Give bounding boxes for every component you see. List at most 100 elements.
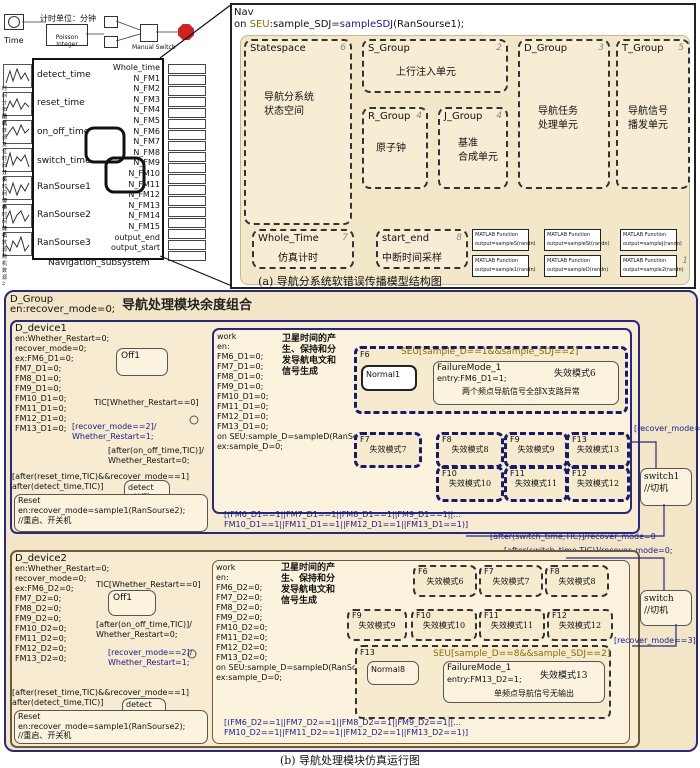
d-device1-state[interactable]: D_device1 en:Whether_Restart=0; recover_…: [10, 320, 640, 534]
output-port: N_FM9: [133, 158, 160, 168]
mode-cn-label: 失效模式8: [451, 445, 489, 454]
d1-work-line: FM7_D1=0;: [217, 362, 264, 371]
poisson-block[interactable]: Poisson Integer: [46, 24, 88, 48]
d1-off1-state[interactable]: Off1: [116, 348, 168, 376]
matlab-function-block[interactable]: MATLAB Function output=sample1(randn): [472, 255, 536, 277]
d1-reset-state[interactable]: Reset en:recover_mode=sample1(RanSourse2…: [14, 494, 208, 532]
d1-f6-state[interactable]: F6 SEU[sample_D==1&&sample_SDJ==2] Norma…: [354, 346, 628, 414]
d2-normal-state[interactable]: Normal8: [367, 661, 419, 685]
output-port: N_FM2: [133, 84, 160, 94]
d2-f13-label: F13: [360, 648, 375, 657]
d1-line: FM13_D1=0;: [15, 424, 67, 433]
stateflow-icon: [84, 126, 146, 194]
matlab-function-label: MATLAB Function output=sampleS(randn): [475, 232, 536, 247]
d1-mode-f12[interactable]: F12 失效模式12: [566, 466, 630, 502]
d2-work-line: FM8_D2=0;: [216, 603, 263, 612]
d1-mode-f13[interactable]: F13 失效模式13: [566, 432, 630, 468]
d2-mode-f6[interactable]: F6 失效模式6: [413, 565, 477, 597]
navigation-subsystem-block[interactable]: detect_time reset_time on_off_time switc…: [32, 58, 164, 260]
d1-normal-state[interactable]: Normal1: [361, 365, 417, 391]
source-block-3[interactable]: [3, 120, 32, 144]
d2-mode-f11[interactable]: F11 失效模式11: [479, 609, 545, 641]
source-block-2[interactable]: [3, 92, 32, 116]
d2-mode-f10[interactable]: F10 失效模式10: [411, 609, 477, 641]
state-number: 4: [496, 111, 502, 121]
d2-tic-label: TIC[Whether_Restart==0]: [96, 580, 201, 589]
whole-time-state[interactable]: Whole_Time 仿真计时 7: [252, 229, 354, 269]
matlab-function-label: MATLAB Function output=sample2(randn): [623, 258, 684, 273]
sample-function: sampleSDJ: [339, 19, 394, 30]
source-block-1[interactable]: [3, 64, 32, 88]
d2-work-line: FM11_D2=0;: [216, 633, 268, 642]
source-block-5[interactable]: [3, 176, 32, 200]
t-group-state[interactable]: T_Group 导航信号 播发单元 5: [616, 39, 690, 189]
d2-f13-state[interactable]: F13 SEU[sample_D==8&&sample_SDJ==2] Norm…: [355, 645, 611, 719]
d2-f13-seu: SEU[sample_D==8&&sample_SDJ==2]: [433, 649, 611, 659]
start-end-state[interactable]: start_end 中断时间采样 8: [376, 229, 468, 269]
recover3b-label: [recover_mode==3]: [614, 636, 696, 645]
output-port: N_FM1: [133, 73, 160, 83]
input-port-2: reset_time: [37, 98, 85, 108]
manual-switch-block[interactable]: [140, 24, 158, 42]
s-group-state[interactable]: S_Group 上行注入单元 2: [362, 39, 508, 93]
d1-failure-name: FailureMode_1: [437, 363, 502, 373]
source-block-7[interactable]: [3, 232, 32, 256]
d1-failure-entry: entry:FM6_D1=1;: [437, 374, 507, 383]
j-group-state[interactable]: J_Group 基准 合成单元 4: [438, 107, 508, 189]
d1-normal-label: Normal1: [366, 370, 401, 379]
d-group-state[interactable]: D_Group 导航任务 处理单元 3: [518, 39, 610, 189]
statespace-label: Statespace: [250, 43, 306, 54]
d2-line: FM8_D2=0;: [15, 604, 62, 613]
d-device2-state[interactable]: D_device2 en:Whether_Restart=0; recover_…: [10, 550, 640, 748]
d2-off1-state[interactable]: Off1: [108, 590, 156, 616]
d2-mode-f9[interactable]: F9 失效模式9: [347, 609, 407, 641]
constant-block-1[interactable]: [104, 16, 118, 28]
d1-work-text: work en: FM6_D1=0; FM7_D1=0; FM8_D1=0; F…: [217, 332, 386, 452]
d2-mode-f12[interactable]: F12 失效模式12: [547, 609, 613, 641]
on-expression: :sample_SDJ=: [269, 19, 340, 30]
nav-chart[interactable]: Nav on SEU:sample_SDJ=sampleSDJ(RanSours…: [230, 3, 696, 289]
j-group-cn: 基准 合成单元: [458, 138, 498, 163]
matlab-function-block[interactable]: MATLAB Function output=sampleJ(randn): [620, 229, 682, 251]
d1-mode-f7[interactable]: F7 失效模式7: [354, 432, 422, 468]
d2-work-state[interactable]: work en: FM6_D2=0; FM7_D2=0; FM8_D2=0; F…: [212, 560, 630, 744]
d2-work-line: FM12_D2=0;: [216, 643, 268, 652]
input-port-7: RanSourse3: [37, 238, 91, 248]
d1-work-on: on SEU:sample_D=sampleD(RanSourse3);: [217, 432, 387, 441]
switch1-state[interactable]: switch1 //切机: [640, 468, 692, 506]
mode-f-label: F9: [510, 435, 520, 444]
output-box: [168, 152, 206, 162]
d1-after-detect-label: after(detect_time,TIC)]: [12, 482, 104, 491]
matlab-function-block[interactable]: MATLAB Function output=sampleSt(randn): [544, 229, 610, 251]
d2-work-line: FM10_D2=0;: [216, 623, 268, 632]
d2-mode-f7[interactable]: F7 失效模式7: [479, 565, 543, 597]
source-block-4[interactable]: [3, 148, 32, 172]
state-number: 8: [456, 233, 462, 243]
switch-state[interactable]: switch //切机: [640, 590, 692, 626]
switch1-label: switch1 //切机: [644, 472, 680, 494]
constant-block-2[interactable]: [104, 36, 118, 48]
r-group-state[interactable]: R_Group 原子钟 4: [362, 107, 428, 189]
mode-f-label: F7: [484, 567, 494, 576]
d2-mode-f8[interactable]: F8 失效模式8: [545, 565, 609, 597]
d1-work-state[interactable]: work en: FM6_D1=0; FM7_D1=0; FM8_D1=0; F…: [212, 328, 632, 514]
output-box: [168, 64, 206, 74]
matlab-function-block[interactable]: MATLAB Function output=sampleD(randn): [544, 255, 609, 277]
state-number: 7: [342, 233, 348, 243]
statespace-state[interactable]: Statespace 导航分系统 状态空间 6: [244, 39, 352, 225]
output-box: [168, 119, 206, 129]
d2-reset-state[interactable]: Reset en:recover_mode=sample1(RanSourse2…: [14, 710, 208, 744]
matlab-function-label: MATLAB Function output=sampleD(randn): [547, 258, 609, 273]
d2-failure-name: FailureMode_1: [447, 663, 512, 673]
d-group-chart[interactable]: D_Group en:recover_mode=0; 导航处理模块余度组合 D_…: [4, 290, 700, 752]
figure-a: Time 计时单位：分钟 Poisson Integer Manual Swit…: [0, 0, 700, 292]
d1-mode-f10[interactable]: F10 失效模式10: [436, 466, 504, 502]
matlab-function-block[interactable]: MATLAB Function output=sampleS(randn): [472, 229, 536, 251]
output-box: [168, 141, 206, 151]
d2-failure-state[interactable]: FailureMode_1 失效模式13 entry:FM13_D2=1; 单频…: [443, 661, 605, 703]
d1-failure-state[interactable]: FailureMode_1 失效模式6 entry:FM6_D1=1; 两个频点…: [433, 361, 619, 405]
output-box: [168, 86, 206, 96]
output-box: [168, 108, 206, 118]
matlab-function-block[interactable]: MATLAB Function output=sample2(randn): [620, 255, 684, 277]
source-block-6[interactable]: [3, 204, 32, 228]
